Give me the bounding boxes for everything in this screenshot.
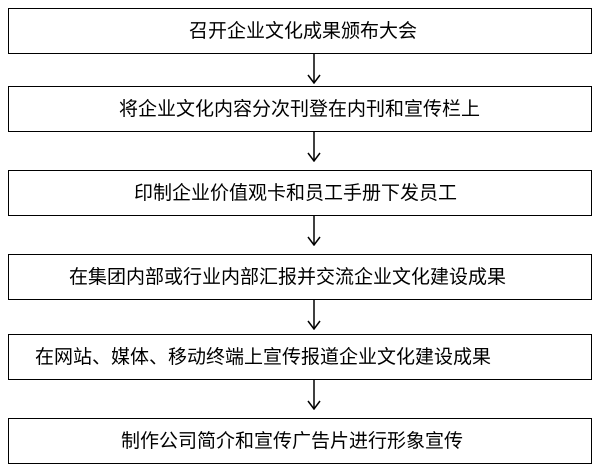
flow-step-6-label: 制作公司简介和宣传广告片进行形象宣传 bbox=[121, 429, 464, 452]
arrow-down-icon bbox=[307, 216, 321, 246]
flow-step-4: 在集团内部或行业内部汇报并交流企业文化建设成果 bbox=[8, 254, 592, 300]
flow-step-2: 将企业文化内容分次刊登在内刊和宣传栏上 bbox=[8, 86, 592, 132]
flow-step-3-label: 印制企业价值观卡和员工手册下发员工 bbox=[134, 181, 458, 204]
flow-step-6: 制作公司简介和宣传广告片进行形象宣传 bbox=[8, 418, 592, 464]
flow-step-1: 召开企业文化成果颁布大会 bbox=[8, 8, 592, 54]
flow-step-4-label: 在集团内部或行业内部汇报并交流企业文化建设成果 bbox=[69, 265, 507, 288]
arrow-down-icon bbox=[307, 132, 321, 162]
arrow-down-icon bbox=[307, 300, 321, 330]
flow-step-2-label: 将企业文化内容分次刊登在内刊和宣传栏上 bbox=[119, 97, 481, 120]
flow-step-5-label: 在网站、媒体、移动终端上宣传报道企业文化建设成果 bbox=[35, 345, 492, 368]
flow-step-5: 在网站、媒体、移动终端上宣传报道企业文化建设成果 bbox=[8, 334, 592, 380]
flow-step-3: 印制企业价值观卡和员工手册下发员工 bbox=[8, 170, 592, 216]
arrow-down-icon bbox=[307, 54, 321, 84]
flow-step-1-label: 召开企业文化成果颁布大会 bbox=[189, 19, 418, 42]
arrow-down-icon bbox=[307, 380, 321, 410]
